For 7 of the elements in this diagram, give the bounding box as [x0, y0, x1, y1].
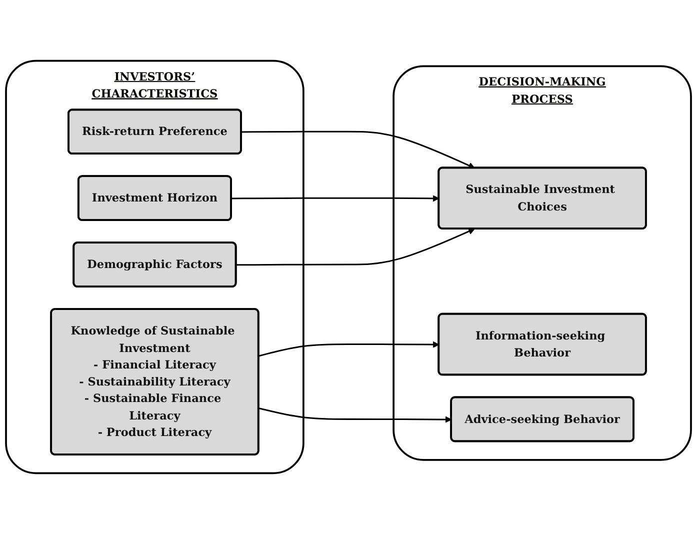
- arrow: [258, 341, 440, 357]
- arrow: [241, 130, 475, 169]
- cluster: [392, 65, 692, 461]
- cluster: [5, 60, 304, 474]
- arrow: [231, 195, 440, 202]
- arrow: [258, 407, 452, 423]
- arrow: [236, 228, 475, 266]
